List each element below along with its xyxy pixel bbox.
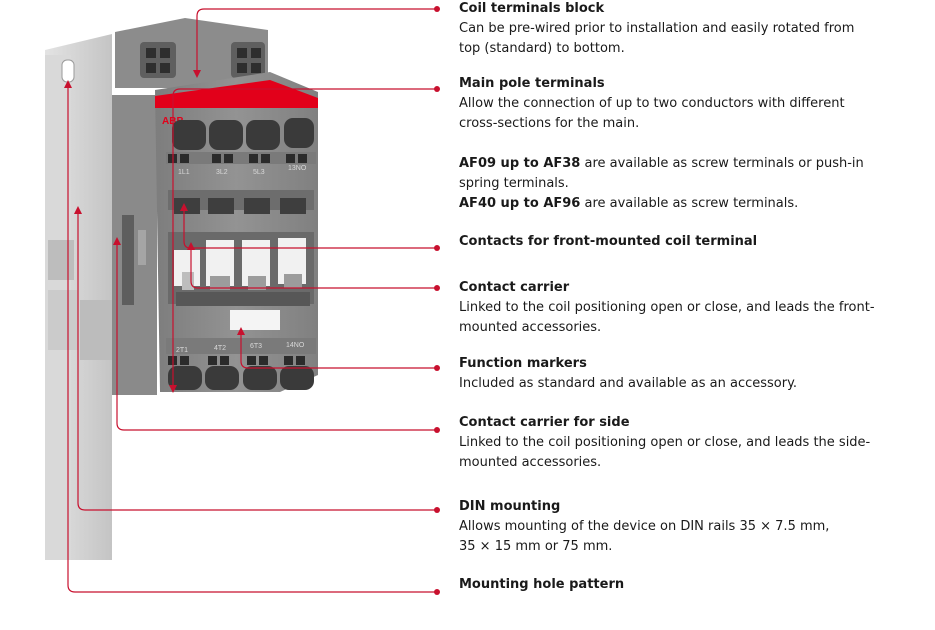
mounting-hole bbox=[61, 59, 75, 83]
callout-desc: Included as standard and available as an… bbox=[459, 376, 798, 391]
leader-side-carrier bbox=[116, 243, 437, 431]
terminal-label-6t3: 6T3 bbox=[250, 343, 262, 350]
callout-title: Contact carrier bbox=[459, 280, 570, 295]
callout-desc: Allow the connection of up to two conduc… bbox=[459, 96, 845, 111]
callout-coil-terminals: Coil terminals block Can be pre-wired pr… bbox=[459, 0, 854, 59]
callout-desc: mounted accessories. bbox=[459, 455, 602, 470]
callout-desc: Can be pre-wired prior to installation a… bbox=[459, 21, 855, 36]
callout-desc: Allows mounting of the device on DIN rai… bbox=[459, 519, 830, 534]
callout-desc: 35 × 15 mm or 75 mm. bbox=[459, 539, 613, 554]
callout-side-carrier: Contact carrier for side Linked to the c… bbox=[459, 413, 870, 473]
leader-mounting-hole bbox=[67, 86, 437, 593]
terminal-label-2t1: 2T1 bbox=[176, 347, 188, 354]
contact-carrier bbox=[168, 232, 314, 306]
side-carrier bbox=[112, 95, 157, 395]
callout-desc: mounted accessories. bbox=[459, 320, 602, 335]
leader-main-pole bbox=[172, 88, 437, 387]
callout-title: Contact carrier for side bbox=[459, 415, 630, 430]
function-marker bbox=[230, 310, 280, 330]
leader-markers bbox=[64, 6, 440, 595]
callout-title: Contacts for front-mounted coil terminal bbox=[459, 234, 758, 249]
leader-lines bbox=[67, 8, 437, 593]
callout-title: Coil terminals block bbox=[459, 1, 605, 16]
callout-desc: Linked to the coil positioning open or c… bbox=[459, 300, 875, 315]
availability-line: AF09 up to AF38 are available as screw t… bbox=[459, 156, 864, 171]
callout-mounting-hole-pattern: Mounting hole pattern bbox=[459, 575, 624, 595]
callout-desc: cross-sections for the main. bbox=[459, 116, 640, 131]
coil-terminals-block bbox=[115, 18, 268, 88]
availability-line: spring terminals. bbox=[459, 176, 569, 191]
terminal-label-13no: 13NO bbox=[288, 165, 307, 172]
terminal-label-3l2: 3L2 bbox=[216, 169, 228, 176]
contactor-housing: ABB 1L1 3L2 5L3 13NO bbox=[155, 72, 318, 392]
callout-terminal-availability: AF09 up to AF38 are available as screw t… bbox=[459, 154, 864, 214]
callout-contact-carrier: Contact carrier Linked to the coil posit… bbox=[459, 278, 875, 338]
terminal-label-14no: 14NO bbox=[286, 342, 305, 349]
callout-din-mounting: DIN mounting Allows mounting of the devi… bbox=[459, 497, 829, 557]
callout-desc: top (standard) to bottom. bbox=[459, 41, 625, 56]
callout-title: Function markers bbox=[459, 356, 587, 371]
callout-desc: Linked to the coil positioning open or c… bbox=[459, 435, 871, 450]
brand-stripe bbox=[155, 80, 318, 108]
terminal-label-5l3: 5L3 bbox=[253, 169, 265, 176]
din-rail-mount bbox=[45, 34, 120, 560]
leader-function-markers bbox=[240, 333, 437, 369]
terminal-label-4t2: 4T2 bbox=[214, 345, 226, 352]
availability-line: AF40 up to AF96 are available as screw t… bbox=[459, 196, 799, 211]
callout-title: Main pole terminals bbox=[459, 76, 605, 91]
callout-main-pole-terminals: Main pole terminals Allow the connection… bbox=[459, 74, 845, 134]
front-contacts bbox=[168, 190, 314, 214]
leader-coil-terminals bbox=[196, 8, 437, 72]
callout-front-contacts: Contacts for front-mounted coil terminal bbox=[459, 232, 757, 252]
callout-function-markers: Function markers Included as standard an… bbox=[459, 354, 797, 394]
callout-title: Mounting hole pattern bbox=[459, 577, 625, 592]
terminal-label-1l1: 1L1 bbox=[178, 169, 190, 176]
callout-title: DIN mounting bbox=[459, 499, 561, 514]
main-pole-terminals-top bbox=[166, 118, 316, 164]
leader-contact-carrier bbox=[190, 248, 437, 289]
leader-din-mounting bbox=[77, 212, 437, 511]
